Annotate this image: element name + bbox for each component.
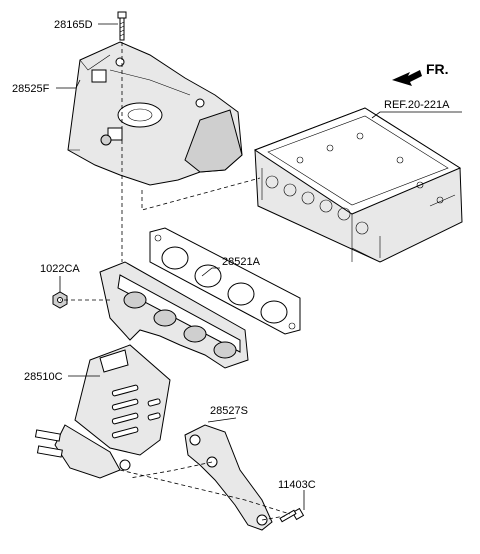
label-1022CA: 1022CA bbox=[40, 263, 80, 275]
manifold-bracket bbox=[184, 424, 273, 531]
label-front: FR. bbox=[426, 61, 449, 77]
heat-shield bbox=[67, 41, 243, 186]
label-28165D: 28165D bbox=[54, 19, 93, 31]
bolt-11403C bbox=[279, 507, 305, 523]
front-direction-arrow-icon bbox=[392, 70, 422, 86]
exhaust-manifold-catalytic-converter bbox=[34, 261, 249, 479]
label-ref-20-221A: REF.20-221A bbox=[384, 99, 450, 111]
label-28521A: 28521A bbox=[222, 256, 261, 268]
label-28525F: 28525F bbox=[12, 83, 50, 95]
label-28527S: 28527S bbox=[210, 405, 248, 417]
alignment-dashed-lines bbox=[60, 42, 291, 521]
label-28510C: 28510C bbox=[24, 371, 63, 383]
engine-cylinder-head bbox=[253, 107, 463, 263]
leader-lines bbox=[56, 23, 462, 510]
manifold-gasket bbox=[149, 227, 301, 335]
bolt-28165D bbox=[117, 11, 127, 41]
label-11403C: 11403C bbox=[278, 479, 316, 491]
